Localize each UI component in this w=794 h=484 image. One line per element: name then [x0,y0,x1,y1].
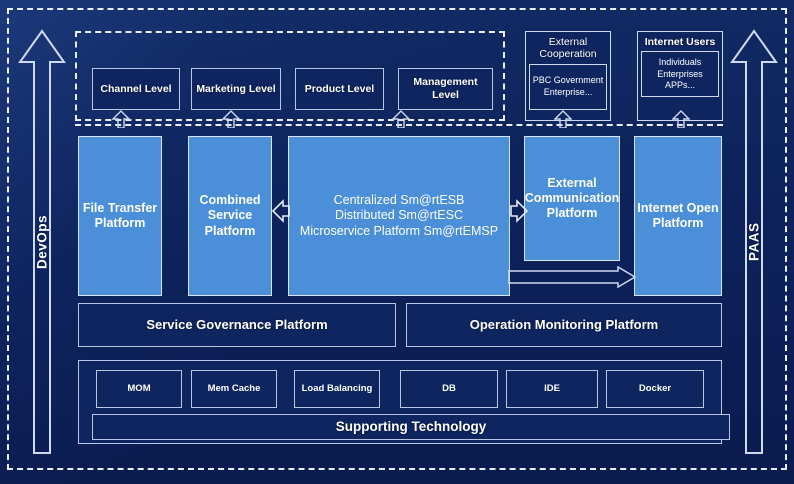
marketing-level-box[interactable]: Marketing Level [191,68,281,110]
microservice-emsp-label: Microservice Platform Sm@rtEMSP [299,223,499,238]
supporting-technology-label: Supporting Technology [335,418,487,434]
tech-load-balancing-label: Load Balancing [301,383,373,395]
paas-arrow-label: PAAS [746,222,762,262]
devops-arrow-label: DevOps [34,214,50,270]
service-governance-platform[interactable]: Service Governance Platform [78,303,396,347]
integration-core-platform[interactable]: Centralized Sm@rtESB Distributed Sm@rtES… [288,136,510,296]
tech-db-box[interactable]: DB [400,370,498,408]
tech-mom-label: MOM [127,383,151,395]
channel-level-box[interactable]: Channel Level [92,68,180,110]
external-cooperation-members: PBC Government Enterprise... [529,63,607,110]
tech-docker-label: Docker [638,383,672,395]
internet-open-platform-label: Internet Open Platform [637,200,719,230]
core-to-internet-arrow [508,266,636,288]
internet-open-platform[interactable]: Internet Open Platform [634,136,722,296]
outer-boundary [7,8,787,470]
tech-mom-box[interactable]: MOM [96,370,182,408]
tech-ide-box[interactable]: IDE [506,370,598,408]
management-level-box[interactable]: Management Level [398,68,493,110]
devops-arrow: DevOps [18,28,66,456]
external-cooperation-box[interactable]: External Cooperation PBC Government Ente… [525,31,611,121]
combined-service-platform[interactable]: Combined Service Platform [188,136,272,296]
channel-level-label: Channel Level [100,82,172,95]
tech-db-label: DB [442,383,456,395]
marketing-level-label: Marketing Level [196,82,276,95]
internet-users-title: Internet Users [644,36,716,48]
paas-arrow: PAAS [730,28,778,456]
up-arrow-icon [672,110,690,128]
file-transfer-platform-label: File Transfer Platform [82,200,158,230]
file-transfer-platform[interactable]: File Transfer Platform [78,136,162,296]
external-communication-platform-label: External Communication Platform [524,175,620,221]
tech-ide-label: IDE [544,383,560,395]
up-arrow-icon [392,110,410,128]
tech-mem-cache-box[interactable]: Mem Cache [191,370,277,408]
up-arrow-icon [112,110,130,128]
centralized-esb-label: Centralized Sm@rtESB [333,193,465,208]
internet-users-members: Individuals Enterprises APPs... [641,51,719,98]
external-communication-platform[interactable]: External Communication Platform [524,136,620,261]
tech-docker-box[interactable]: Docker [606,370,704,408]
tech-load-balancing-box[interactable]: Load Balancing [294,370,380,408]
distributed-esc-label: Distributed Sm@rtESC [334,208,463,223]
left-arrow-icon [272,199,290,223]
operation-monitoring-platform[interactable]: Operation Monitoring Platform [406,303,722,347]
management-level-label: Management Level [413,76,478,101]
service-governance-platform-label: Service Governance Platform [146,317,328,333]
up-arrow-icon [554,110,572,128]
combined-service-platform-label: Combined Service Platform [199,193,261,238]
up-arrow-icon [222,110,240,128]
access-channel-group [75,31,505,121]
external-cooperation-title: External Cooperation [539,36,597,61]
platform-band-divider [75,124,723,130]
tech-mem-cache-label: Mem Cache [207,383,261,395]
right-arrow-icon [510,199,528,223]
product-level-box[interactable]: Product Level [295,68,384,110]
operation-monitoring-platform-label: Operation Monitoring Platform [469,317,659,333]
product-level-label: Product Level [304,82,375,95]
supporting-technology-bar[interactable]: Supporting Technology [92,414,730,440]
internet-users-box[interactable]: Internet Users Individuals Enterprises A… [637,31,723,121]
